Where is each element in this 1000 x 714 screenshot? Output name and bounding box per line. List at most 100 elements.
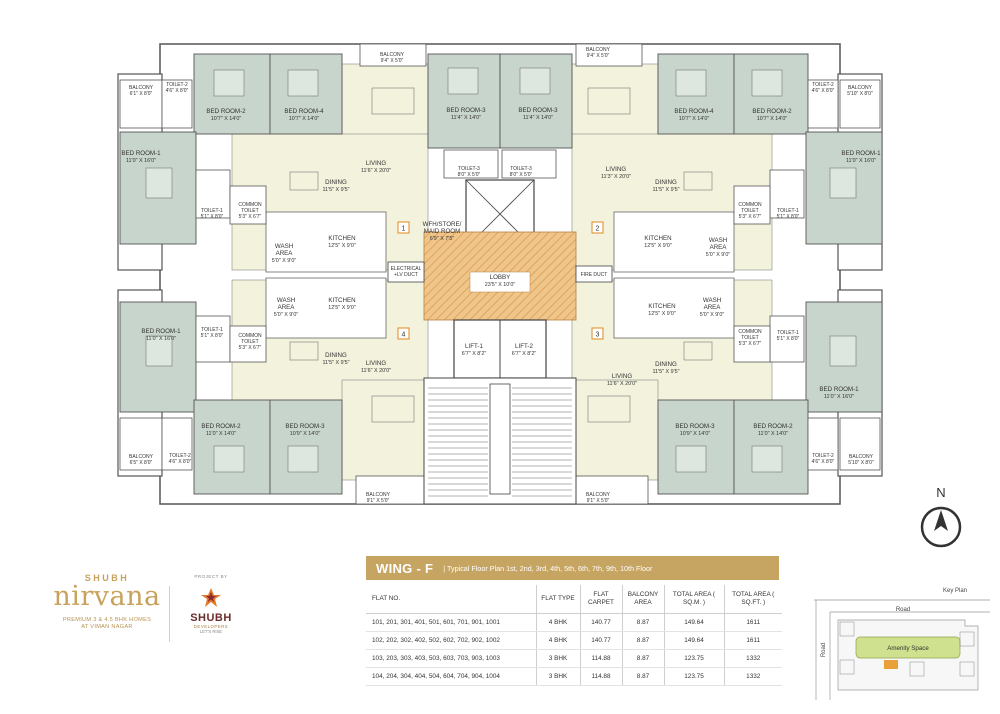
cell-total-sqm: 123.75 bbox=[663, 649, 724, 668]
flat-number-2: 2 bbox=[596, 226, 600, 233]
developer-logo: PROJECT BY SHUBH DEVELOPERS LET'S RISE bbox=[182, 574, 240, 634]
flat-area-table: FLAT NO. FLAT TYPE FLAT CARPET BALCONY A… bbox=[366, 585, 782, 686]
brand-top: SHUBH bbox=[84, 573, 130, 583]
bed4-tr-label: BED ROOM-4 bbox=[674, 108, 714, 115]
cell-total-sqm: 149.64 bbox=[663, 631, 724, 650]
t2-br-dimension: 4'6" X 8'0" bbox=[812, 459, 835, 465]
cell-flat-carpet: 114.88 bbox=[579, 649, 622, 668]
ct-ur-label: COMMON bbox=[738, 202, 762, 208]
elec-label: +LV DUCT bbox=[394, 272, 418, 278]
cell-total-sqm: 149.64 bbox=[663, 613, 724, 632]
liv-4-dimension: 11'6" X 20'0" bbox=[361, 368, 391, 374]
kit-3-label: KITCHEN bbox=[648, 303, 675, 310]
bal-bcl-dimension: 9'1" X 5'0" bbox=[367, 498, 390, 504]
ct-ul-label: COMMON bbox=[238, 202, 262, 208]
developer-name: SHUBH bbox=[190, 612, 232, 624]
ct-ul-label: TOILET bbox=[241, 208, 258, 214]
bed2-br-label: BED ROOM-2 bbox=[753, 423, 793, 430]
table-row: 103, 203, 303, 403, 503, 603, 703, 903, … bbox=[366, 649, 782, 668]
ct-lr-label: TOILET bbox=[741, 335, 758, 341]
bed2-tl-label: BED ROOM-2 bbox=[206, 108, 246, 115]
bed2-tr-label: BED ROOM-2 bbox=[752, 108, 792, 115]
wash-2-label: WASH bbox=[709, 237, 727, 244]
kit-2-label: KITCHEN bbox=[644, 235, 671, 242]
key-plan-amenity: Amenity Space bbox=[887, 645, 929, 652]
wash-4-label: AREA bbox=[278, 304, 296, 311]
flat-number-3: 3 bbox=[596, 332, 600, 339]
bed1-lr-dimension: 11'0" X 16'0" bbox=[824, 394, 854, 400]
flat-markers: 1 2 4 3 bbox=[397, 221, 604, 340]
cell-balcony-area: 8.87 bbox=[621, 667, 664, 686]
cell-total-sqft: 1611 bbox=[723, 631, 782, 650]
t2-bl-dimension: 4'6" X 8'0" bbox=[169, 459, 192, 465]
bed4-tl-dimension: 10'7" X 14'0" bbox=[289, 116, 320, 122]
wash-2-dimension: 5'0" X 9'0" bbox=[706, 252, 731, 258]
lift1-label: LIFT-1 bbox=[465, 343, 483, 350]
bal-bcr-label: BALCONY bbox=[586, 492, 611, 498]
kit-1-label: KITCHEN bbox=[328, 235, 355, 242]
t2-bl-label: TOILET-2 bbox=[169, 453, 191, 459]
brand-tagline-1: PREMIUM 3 & 4.5 BHK HOMES bbox=[62, 617, 152, 623]
bed1-ur-label: BED ROOM-1 bbox=[841, 150, 881, 157]
lift1-dimension: 6'7" X 8'2" bbox=[462, 351, 487, 357]
t1-ll-label: TOILET-1 bbox=[201, 327, 223, 333]
bal-bl-dimension: 6'5" X 8'0" bbox=[130, 460, 153, 466]
cell-flat-no: 104, 204, 304, 404, 504, 604, 704, 904, … bbox=[366, 667, 536, 686]
bed2-tl-dimension: 10'7" X 14'0" bbox=[211, 116, 242, 122]
cell-flat-type: 3 BHK bbox=[535, 667, 580, 686]
kit-4-dimension: 12'5" X 9'0" bbox=[328, 305, 356, 311]
bed1-ul-dimension: 11'0" X 16'0" bbox=[126, 158, 156, 164]
cell-flat-type: 3 BHK bbox=[535, 649, 580, 668]
logo-divider bbox=[169, 586, 170, 642]
wing-title-bar: WING - F | Typical Floor Plan 1st, 2nd, … bbox=[366, 556, 779, 580]
t2-br-label: TOILET-2 bbox=[812, 453, 834, 459]
t3-r-label: TOILET-3 bbox=[510, 166, 532, 172]
wash-2-label: AREA bbox=[710, 244, 728, 251]
table-row: 101, 201, 301, 401, 501, 601, 701, 901, … bbox=[366, 613, 782, 632]
din-3-dimension: 11'5" X 9'5" bbox=[652, 369, 679, 375]
wet-areas bbox=[119, 43, 881, 505]
ct-ll-label: TOILET bbox=[241, 339, 258, 345]
cell-total-sqft: 1332 bbox=[723, 649, 782, 668]
ct-ll-dimension: 5'3" X 6'7" bbox=[239, 345, 262, 351]
bed1-lr-label: BED ROOM-1 bbox=[819, 386, 859, 393]
developer-emblem-icon bbox=[201, 588, 221, 607]
bed1-ul-label: BED ROOM-1 bbox=[121, 150, 161, 157]
bed1-ur-dimension: 11'0" X 16'0" bbox=[846, 158, 876, 164]
bal-br-label: BALCONY bbox=[849, 454, 874, 460]
wfh-label: WFH/STORE/ bbox=[423, 221, 462, 228]
table-row: 102, 202, 302, 402, 502, 602, 702, 902, … bbox=[366, 631, 782, 650]
developer-sub: DEVELOPERS bbox=[193, 624, 229, 629]
ct-ll-label: COMMON bbox=[238, 333, 262, 339]
bal-bl-label: BALCONY bbox=[129, 454, 154, 460]
din-3-label: DINING bbox=[655, 361, 677, 368]
bed3-br-dimension: 10'9" X 14'0" bbox=[680, 431, 711, 437]
flat-number-1: 1 bbox=[402, 226, 406, 233]
din-1-label: DINING bbox=[325, 179, 347, 186]
din-1-dimension: 11'5" X 9'5" bbox=[322, 187, 349, 193]
bal-tcl-dimension: 9'4" X 5'0" bbox=[381, 58, 404, 64]
brand-logo: SHUBH nirvana PREMIUM 3 & 4.5 BHK HOMES … bbox=[52, 573, 162, 631]
table-header-row: FLAT NO. FLAT TYPE FLAT CARPET BALCONY A… bbox=[366, 585, 782, 614]
ct-ur-dimension: 5'3" X 6'7" bbox=[739, 214, 762, 220]
t1-ur-dimension: 5'1" X 8'0" bbox=[777, 214, 800, 220]
cell-flat-no: 103, 203, 303, 403, 503, 603, 703, 903, … bbox=[366, 649, 536, 668]
cell-flat-carpet: 140.77 bbox=[579, 613, 622, 632]
developer-tagline: LET'S RISE bbox=[199, 629, 223, 634]
t1-ur-label: TOILET-1 bbox=[777, 208, 799, 214]
bal-tr-label: BALCONY bbox=[848, 85, 873, 91]
cell-total-sqft: 1332 bbox=[723, 667, 782, 686]
wash-3-dimension: 5'0" X 9'0" bbox=[700, 312, 725, 318]
header-total-sqft: TOTAL AREA ( SQ.FT. ) bbox=[723, 585, 782, 614]
lift2-label: LIFT-2 bbox=[515, 343, 533, 350]
t1-ul-dimension: 5'1" X 8'0" bbox=[201, 214, 224, 220]
wash-1-dimension: 5'0" X 9'0" bbox=[272, 258, 297, 264]
bed4-tr-dimension: 10'7" X 14'0" bbox=[679, 116, 710, 122]
elec-label: ELECTRICAL bbox=[391, 266, 422, 272]
cell-flat-carpet: 114.88 bbox=[579, 667, 622, 686]
t1-ul-label: TOILET-1 bbox=[201, 208, 223, 214]
wash-3-label: WASH bbox=[703, 297, 721, 304]
bed1-ll-dimension: 11'0" X 16'0" bbox=[146, 336, 176, 342]
project-by-label: PROJECT BY bbox=[194, 574, 228, 579]
ct-lr-dimension: 5'3" X 6'7" bbox=[739, 341, 762, 347]
